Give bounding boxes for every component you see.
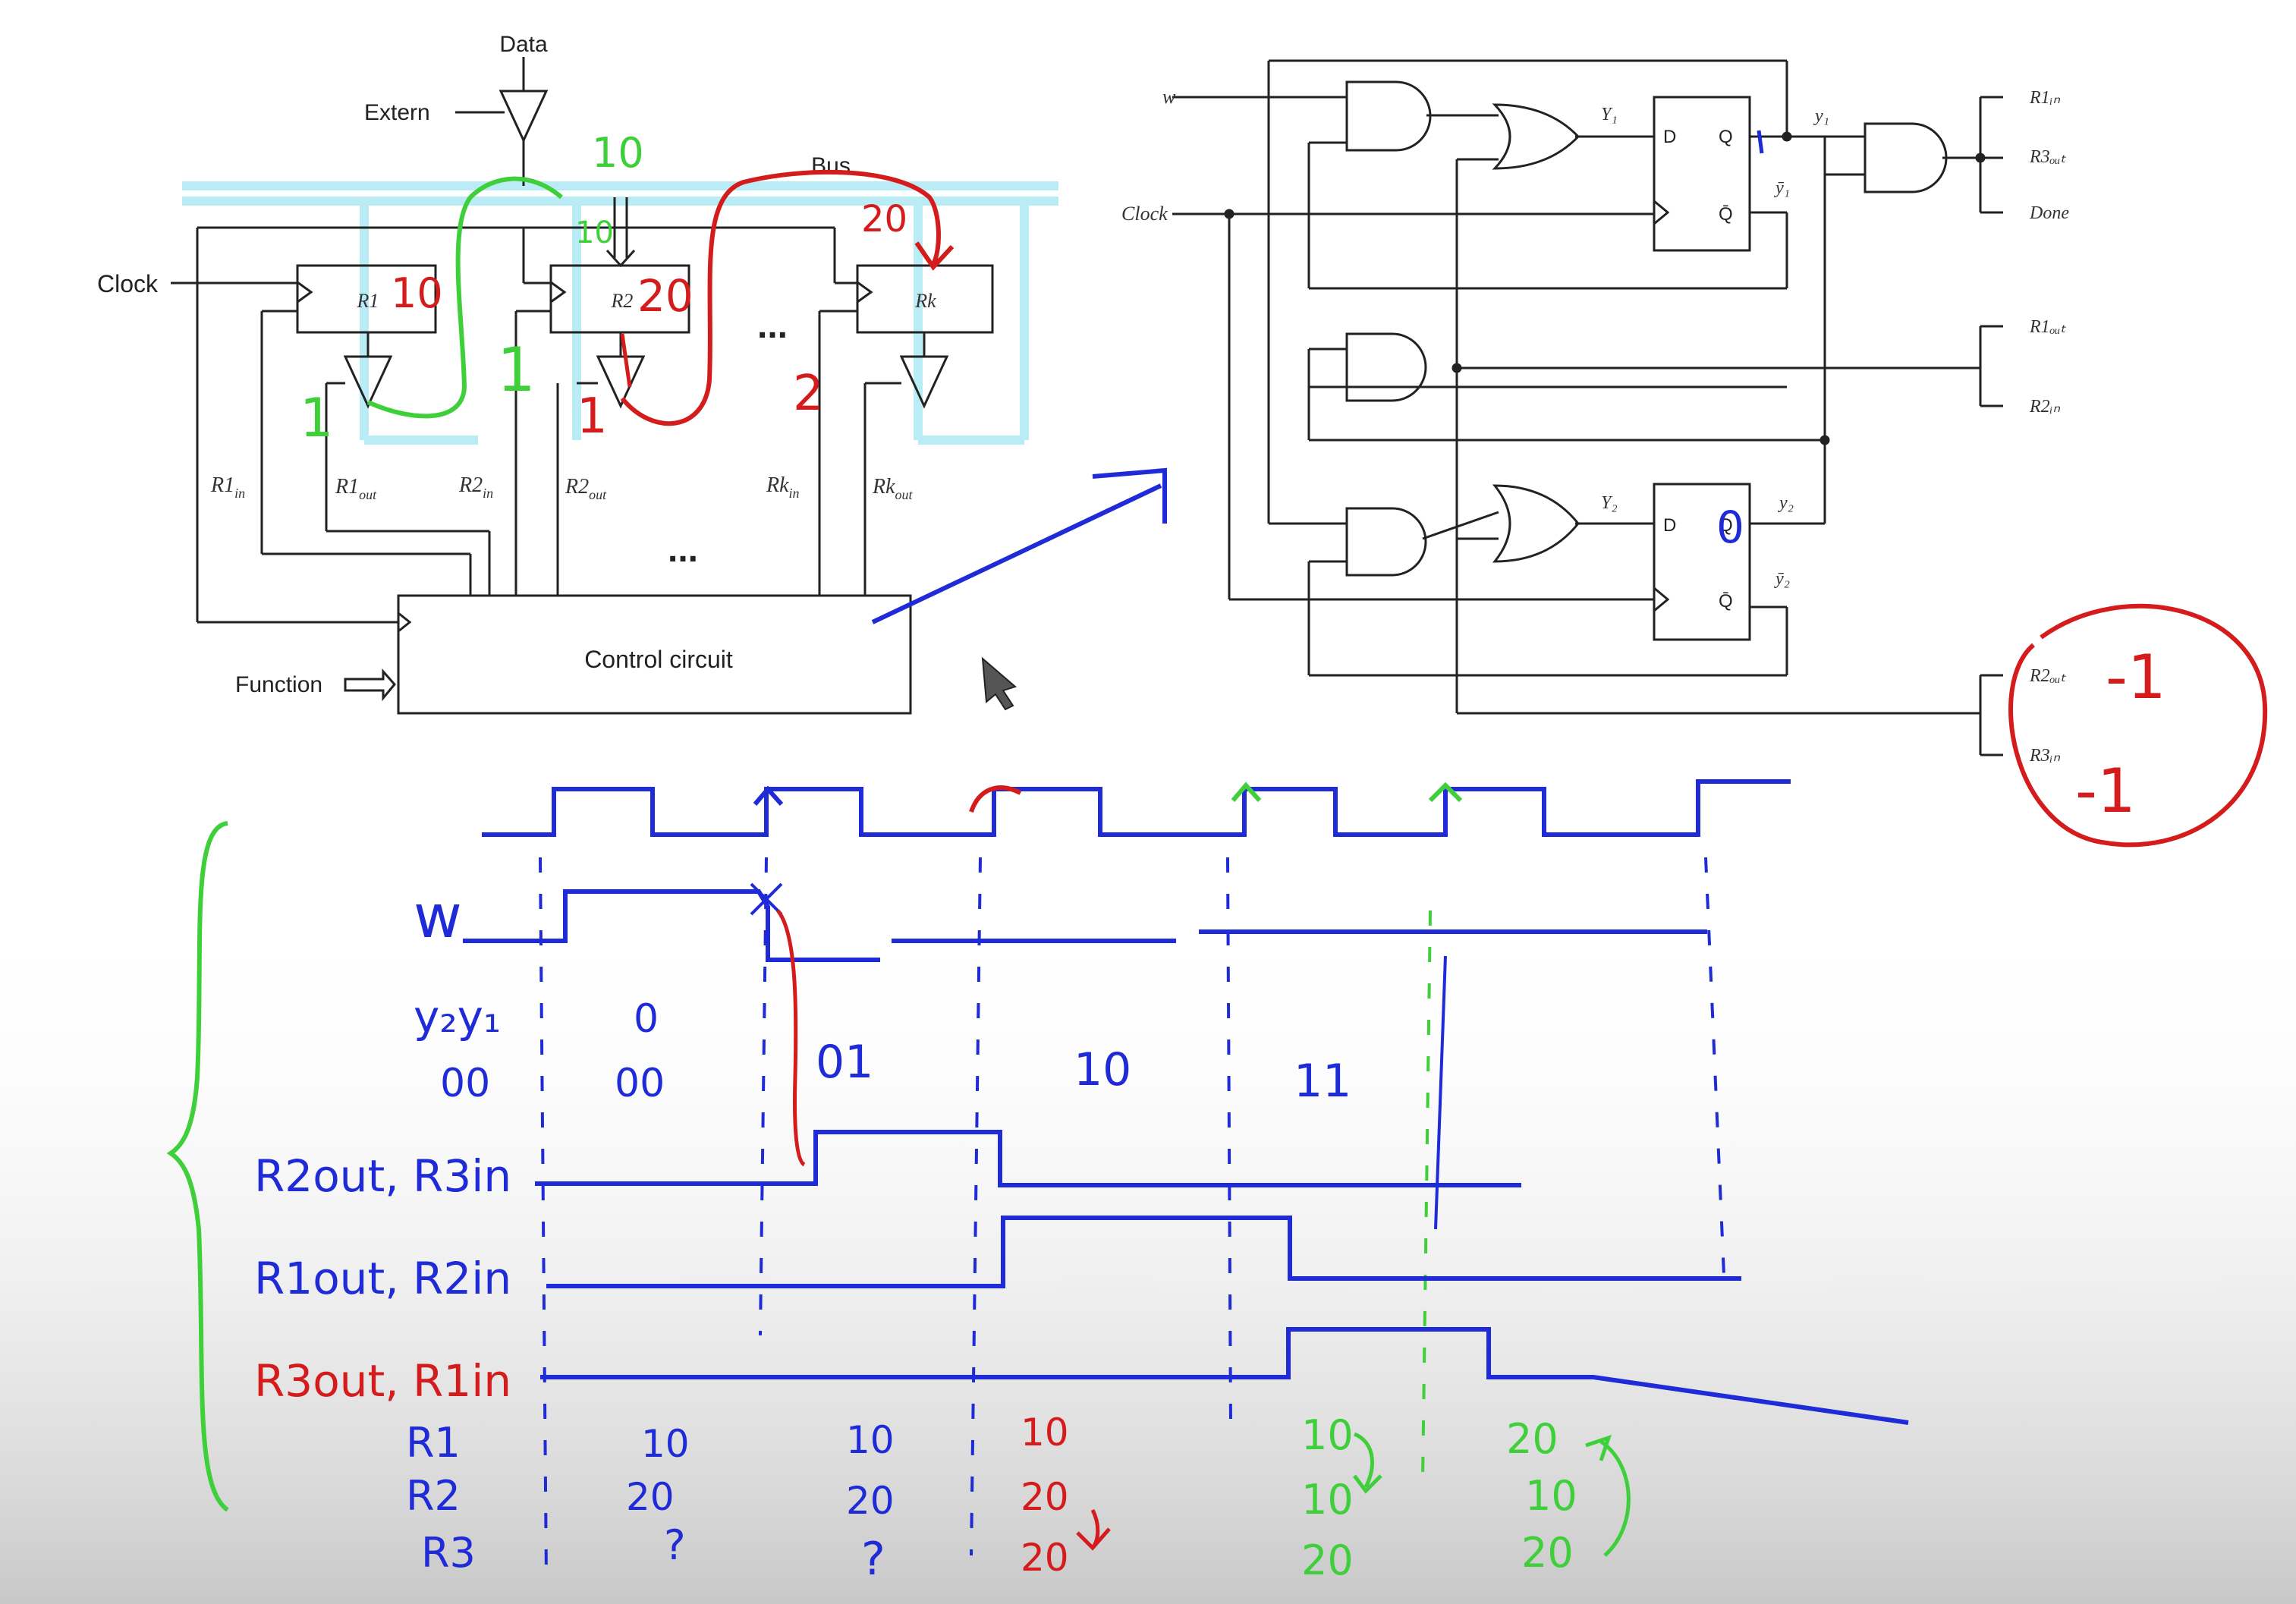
r3-c3: 20: [1301, 1536, 1354, 1584]
row-r3: R3: [421, 1529, 476, 1577]
r2-c3: 10: [1301, 1476, 1354, 1524]
reg-label-rk: Rk: [914, 290, 936, 312]
out-r3in: R3ᵢₙ: [2029, 746, 2060, 766]
register-bus-labels: Data Extern Bus Clock Function Control c…: [97, 32, 936, 697]
out-r2in: R2ᵢₙ: [2029, 397, 2060, 417]
ann-one-2: 1: [497, 335, 536, 405]
out-y2bar: ȳ₂: [1774, 569, 1790, 589]
r1-c4: 20: [1506, 1415, 1558, 1463]
sig-r1out: R1out: [335, 475, 377, 502]
wave-clock: [482, 779, 1791, 837]
out-done: Done: [2029, 203, 2069, 223]
out-y2: y₂: [1778, 493, 1794, 513]
dff2-qbar: Q̄: [1719, 591, 1733, 612]
row-r1out-r2in: R1out, R2in: [254, 1253, 511, 1304]
fsm-clock-label: Clock: [1121, 203, 1168, 225]
dff1-d: D: [1663, 127, 1676, 147]
r3-c2: 20: [1021, 1536, 1069, 1580]
wave-r2out-r3in: [535, 1130, 1521, 1187]
state-01: 01: [816, 1036, 873, 1089]
register-bus-diagram: [171, 57, 1058, 715]
dff1-q: Q: [1719, 127, 1733, 147]
wave-r3out-r1in: [540, 1327, 1909, 1425]
row-r1: R1: [406, 1419, 461, 1467]
register-r1: [296, 264, 437, 334]
frame-fade: [0, 911, 2296, 1604]
r2-c2: 20: [1021, 1475, 1069, 1519]
reg-label-r1: R1: [357, 290, 379, 312]
state-0: 0: [634, 996, 659, 1042]
ann-r1-value: 10: [391, 269, 443, 317]
r1-c1: 10: [846, 1418, 895, 1462]
ann-rk-value: 20: [861, 198, 907, 241]
out-r3out: R3ₒᵤₜ: [2029, 147, 2067, 167]
ann-q-zero: 0: [1716, 502, 1744, 553]
r2-c1: 20: [846, 1479, 895, 1523]
row-w: w: [414, 883, 462, 951]
timing-diagram: [166, 779, 1909, 1579]
r1-c0: 10: [641, 1422, 690, 1466]
w-label: w: [1162, 86, 1176, 108]
control-circuit-box: [397, 594, 912, 715]
ann-circle-bot: -1: [2075, 756, 2136, 826]
sig-r2out: R2out: [565, 475, 607, 502]
r3-c1: ?: [861, 1533, 885, 1586]
wave-r1out-r2in: [546, 1216, 1741, 1288]
r2-c0: 20: [626, 1475, 675, 1519]
r1-c2: 10: [1021, 1411, 1069, 1455]
handwritten-annotations-right: 0 -1 -1: [981, 130, 2268, 848]
ann-green-mid: 10: [575, 215, 614, 250]
state-10: 10: [1074, 1043, 1131, 1096]
out-y1bar: ȳ₁: [1774, 178, 1790, 198]
r2-c4: 10: [1525, 1472, 1577, 1520]
r3-c4: 20: [1521, 1529, 1574, 1577]
clock-label: Clock: [97, 270, 159, 297]
handwritten-annotations-left: 10 10 10 20 20 1 1 1 2: [300, 129, 1167, 624]
ellipsis-control: ...: [668, 530, 698, 570]
out-r1out: R1ₒᵤₜ: [2029, 317, 2067, 337]
out-y1: y₁: [1813, 106, 1829, 126]
extern-label: Extern: [364, 100, 430, 125]
ann-circle-top: -1: [2106, 642, 2166, 712]
ann-two: 2: [793, 366, 824, 422]
ann-r2-value: 20: [637, 270, 694, 322]
y2-next-label: Y₂: [1601, 493, 1618, 513]
state-00: 00: [615, 1061, 665, 1106]
dff1-qbar: Q̄: [1719, 204, 1733, 225]
fsm-circuit: [1172, 59, 2003, 756]
sig-r2in: R2in: [458, 473, 493, 501]
control-circuit-label: Control circuit: [584, 646, 733, 673]
row-r2: R2: [406, 1472, 461, 1520]
ellipsis-regs: ...: [757, 306, 788, 346]
ann-one-3: 1: [577, 388, 608, 445]
out-r1in: R1ᵢₙ: [2029, 88, 2060, 108]
r1-c3: 10: [1301, 1411, 1354, 1459]
dff2-q: Q: [1719, 515, 1733, 536]
r3-c0: ?: [664, 1521, 686, 1569]
dff2-d: D: [1663, 515, 1676, 536]
out-r2out: R2ₒᵤₜ: [2029, 666, 2067, 686]
timing-labels: w y₂y₁ 00 R2out, R3in R1out, R2in R3out,…: [254, 883, 1577, 1586]
sig-r1in: R1in: [210, 473, 245, 501]
sig-rkout: Rkout: [872, 475, 914, 502]
sig-rkin: Rkin: [766, 473, 800, 501]
row-y2y1: y₂y₁: [414, 991, 501, 1043]
ann-one-1: 1: [300, 387, 334, 449]
row-r3out-r1in: R3out, R1in: [254, 1355, 511, 1407]
data-label: Data: [499, 32, 548, 57]
state-11: 11: [1294, 1055, 1351, 1108]
ann-green-top: 10: [592, 129, 644, 177]
function-label: Function: [235, 672, 322, 697]
fsm-labels: w Clock Y₁ Y₂ D Q Q̄ D Q Q̄ y₁ ȳ₁ y₂ ȳ…: [1121, 86, 2069, 766]
y1-next-label: Y₁: [1601, 105, 1618, 124]
row-r2out-r3in: R2out, R3in: [254, 1150, 511, 1202]
reg-label-r2: R2: [611, 290, 634, 312]
row-y2y1-init: 00: [440, 1061, 490, 1106]
